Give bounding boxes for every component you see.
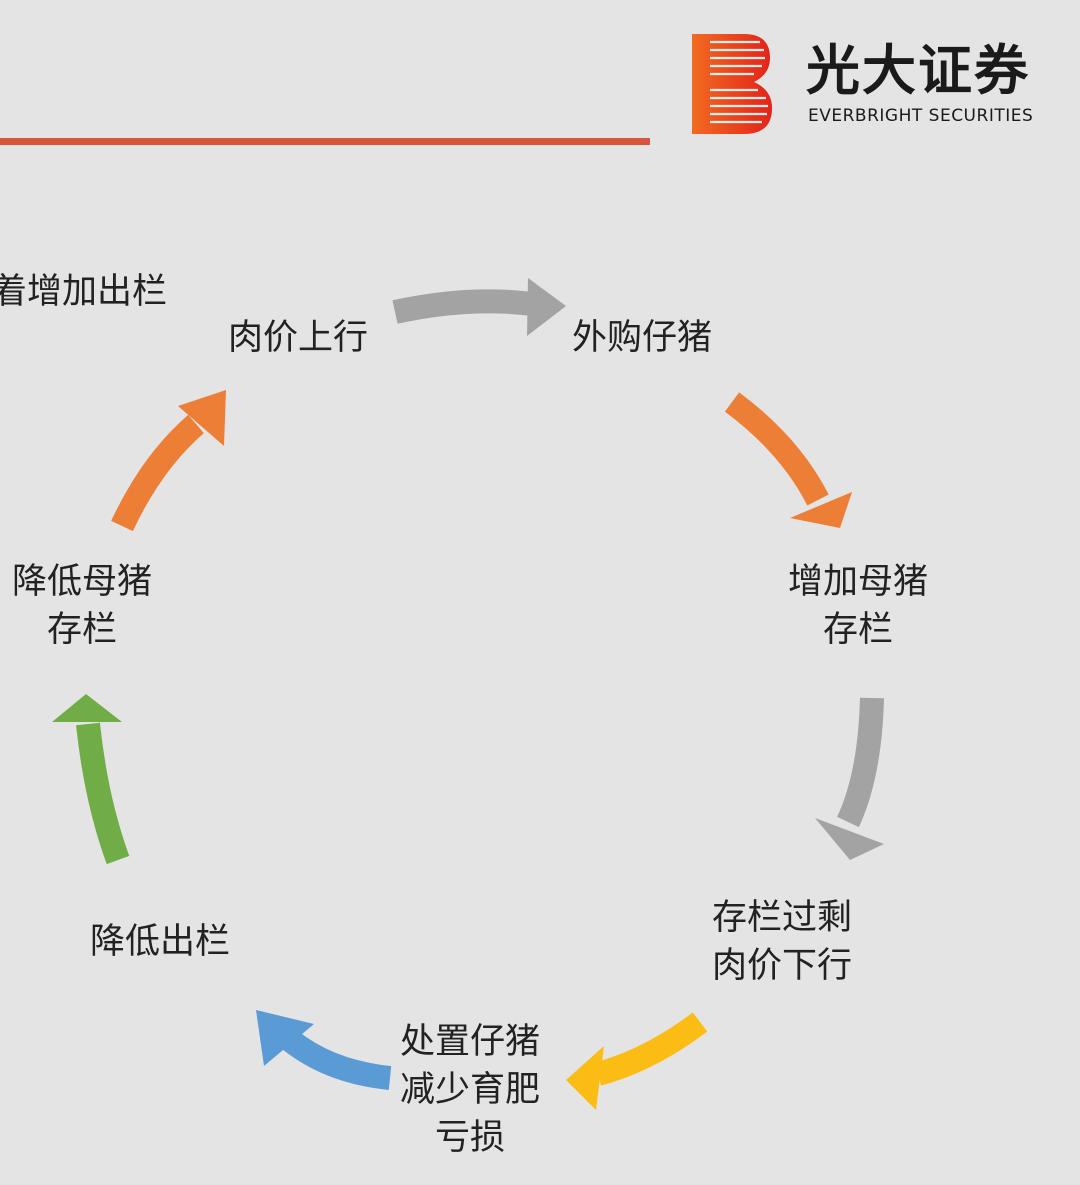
arrow-reduce-to-cut-sows (52, 694, 130, 865)
node-dispose-piglets: 处置仔猪 减少育肥 亏损 (400, 1022, 541, 1158)
brand-logo: 光大证券 EVERBRIGHT SECURITIES (688, 30, 1068, 140)
partial-heading: 着增加出栏 (0, 272, 168, 312)
arrow-sows-to-oversupply (815, 697, 884, 860)
arrow-oversupply-to-dispose (566, 1012, 708, 1110)
arrow-dispose-to-reduce (256, 1010, 392, 1090)
brand-name-cn: 光大证券 (806, 39, 1030, 102)
arrow-price-to-buy (392, 278, 566, 336)
header-divider (0, 138, 650, 145)
brand-name-en: EVERBRIGHT SECURITIES (808, 106, 1034, 126)
node-price-up: 肉价上行 (228, 318, 369, 358)
node-buy-piglets: 外购仔猪 (572, 318, 713, 358)
node-reduce-output: 降低出栏 (90, 922, 231, 962)
node-cut-sows: 降低母猪 存栏 (12, 562, 153, 650)
arrow-buy-to-sows (724, 392, 852, 528)
node-raise-sows: 增加母猪 存栏 (788, 562, 929, 650)
arrow-cut-sows-to-price (111, 390, 226, 532)
node-oversupply: 存栏过剩 肉价下行 (712, 898, 853, 986)
everbright-logo-icon (692, 34, 772, 134)
